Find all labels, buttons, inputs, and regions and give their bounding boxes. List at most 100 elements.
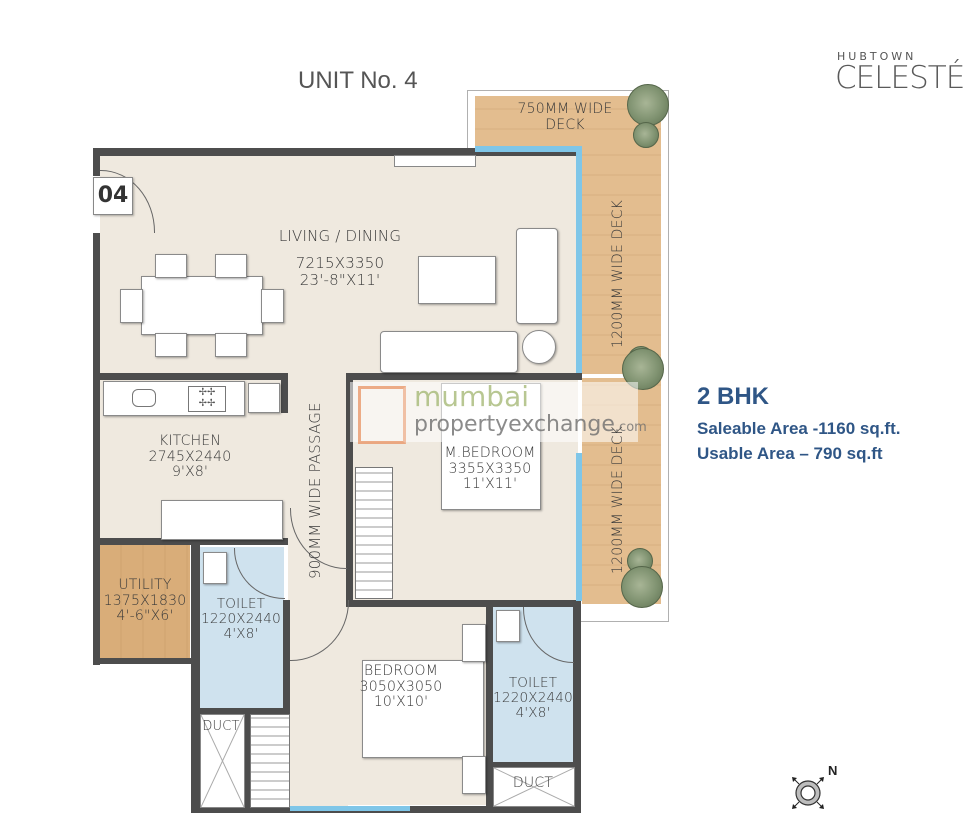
window-top-living	[394, 155, 476, 167]
wall-toilet1-bottom	[191, 708, 288, 714]
wall-top	[93, 148, 581, 156]
tree-icon	[633, 122, 659, 148]
room-name: BEDROOM	[363, 663, 439, 679]
wall-left-upper	[93, 148, 100, 176]
deck-right-lower-label: 1200MM WIDE DECK	[610, 425, 626, 575]
room-size-ft: 4'X8'	[223, 626, 259, 643]
compass-icon	[792, 777, 824, 809]
utility-label: UTILITY 1375X1830 4'-6"X6'	[96, 577, 194, 625]
nightstand	[462, 624, 486, 662]
glass-bedroom-bottom	[290, 806, 410, 811]
watermark-line2: propertyexchange.com	[414, 412, 647, 437]
side-table	[522, 330, 556, 364]
deck-top-label: 750MM WIDE DECK	[500, 101, 630, 133]
room-size-mm: 3050X3050	[359, 678, 443, 695]
sink-icon	[132, 389, 156, 407]
brand-small: HUBTOWN	[837, 50, 917, 63]
saleable-area: Saleable Area -1160 sq.ft.	[697, 419, 901, 438]
duct-2-label: DUCT	[512, 775, 554, 791]
watermark-line1: mumbai	[414, 380, 530, 413]
tree-icon	[627, 84, 669, 126]
room-size-mm: 2745X2440	[148, 448, 232, 465]
room-size-mm: 3355X3350	[448, 460, 532, 477]
wall-living-bottom-right	[346, 373, 582, 380]
deck-right-upper-label: 1200MM WIDE DECK	[610, 199, 626, 349]
glass-right-lower	[576, 453, 582, 601]
wall-duct1-right	[243, 712, 250, 812]
usable-area: Usable Area – 790 sq.ft	[697, 444, 883, 463]
living-label: LIVING / DINING 7215X3350 23'-8"X11'	[260, 228, 420, 288]
room-size-mm: 1220X2440	[201, 611, 281, 628]
dining-chair	[120, 289, 143, 323]
fridge	[248, 383, 280, 413]
watermark-suffix: .com	[614, 420, 647, 435]
duct-1	[200, 714, 245, 808]
room-size-mm: 1375X1830	[103, 592, 187, 609]
dining-chair	[215, 254, 247, 278]
tree-icon	[621, 566, 663, 608]
wardrobe-master	[355, 467, 393, 599]
watermark-name: propertyexchange	[414, 412, 615, 437]
room-size-ft: 9'X8'	[171, 464, 209, 481]
wc-icon	[496, 610, 520, 642]
duct-1-label: DUCT	[202, 719, 240, 734]
dining-chair	[155, 333, 187, 357]
wc-icon	[203, 552, 227, 584]
hob-icon: ✢✢✢✢	[188, 386, 226, 412]
glass-top-corner	[475, 146, 582, 152]
room-size-ft: 4'X8'	[515, 705, 551, 722]
glass-right-upper	[576, 148, 582, 373]
utility-floor	[100, 544, 190, 660]
room-name: LIVING / DINING	[278, 227, 402, 245]
room-size-ft: 11'X11'	[462, 476, 518, 493]
room-size-ft: 23'-8"X11'	[299, 270, 381, 289]
wall-bedroom-right	[486, 600, 493, 810]
dining-chair	[155, 254, 187, 278]
passage-label: 900MM WIDE PASSAGE	[306, 402, 324, 579]
sofa-right	[516, 228, 558, 324]
dining-chair	[215, 333, 247, 357]
kitchen-label: KITCHEN 2745X2440 9'X8'	[135, 433, 245, 481]
room-name: TOILET	[508, 675, 558, 691]
deck-label-line1: 750MM WIDE	[517, 101, 613, 117]
coffee-table	[418, 256, 496, 304]
dining-chair	[261, 289, 284, 323]
bedroom-label: BEDROOM 3050X3050 10'X10'	[345, 663, 457, 711]
room-name: UTILITY	[118, 577, 172, 593]
watermark-logo-icon	[358, 386, 406, 444]
compass: N	[780, 763, 860, 815]
room-size-mm: 1220X2440	[493, 690, 573, 707]
deck-label-line2: DECK	[545, 116, 585, 133]
wall-left	[93, 233, 100, 665]
bedroom-bed	[362, 660, 484, 758]
wall-mbed-left	[346, 373, 353, 603]
unit-badge: 04	[93, 177, 133, 215]
room-name: M.BEDROOM	[444, 445, 536, 461]
room-name: TOILET	[216, 596, 266, 612]
deck-right-upper	[582, 146, 661, 374]
room-size-ft: 10'X10'	[373, 694, 429, 711]
wall-living-bottom-left	[93, 373, 288, 380]
dining-table	[141, 276, 263, 335]
room-size-mm: 7215X3350	[295, 253, 385, 272]
wall-kitchen-right	[281, 373, 288, 413]
brand-large: CELESTÉ	[835, 60, 965, 96]
duct-2	[493, 767, 575, 807]
toilet-1-label: TOILET 1220X2440 4'X8'	[198, 596, 284, 643]
wall-toilet2-bottom	[486, 762, 581, 767]
brand-logo: HUBTOWN CELESTÉ	[835, 50, 975, 96]
wall-right-lower	[573, 600, 581, 810]
wall-kitchen-bottom	[93, 538, 288, 545]
wardrobe-bedroom	[250, 714, 290, 808]
room-size-ft: 4'-6"X6'	[116, 608, 174, 625]
unit-type: 2 BHK	[697, 383, 770, 410]
wall-utility-bottom	[93, 658, 193, 664]
wall-toilet1-left	[191, 542, 200, 812]
wall-toilet1-right	[283, 600, 290, 715]
sofa-bottom	[380, 331, 518, 373]
wall-mbed-bottom	[346, 600, 581, 607]
master-bedroom-label: M.BEDROOM 3355X3350 11'X11'	[425, 445, 555, 493]
compass-north-label: N	[828, 763, 838, 778]
watermark: mumbai propertyexchange.com	[350, 380, 647, 444]
